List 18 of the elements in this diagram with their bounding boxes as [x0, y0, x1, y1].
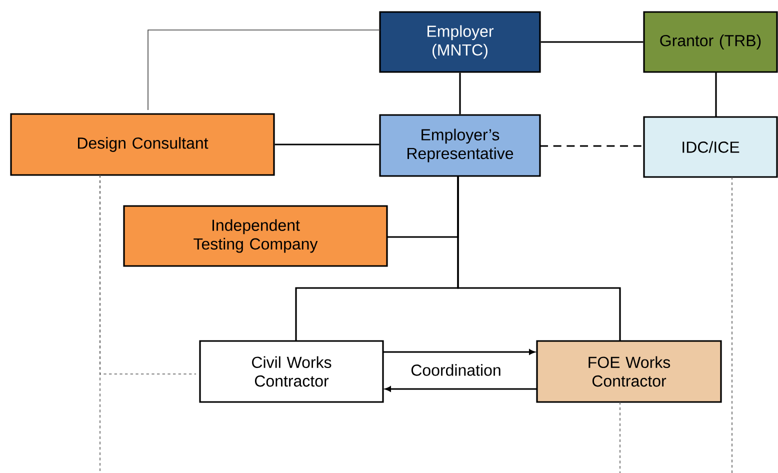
org-box: Grantor (TRB)	[643, 11, 778, 73]
org-box: Design Consultant	[10, 113, 275, 176]
connector-line	[457, 176, 621, 341]
connector-line	[540, 41, 644, 43]
org-box: Independent Testing Company	[123, 205, 388, 267]
arrow	[383, 349, 535, 355]
connector-line	[715, 72, 717, 117]
org-box: FOE Works Contractor	[536, 340, 722, 403]
connector-line	[274, 144, 380, 146]
arrow	[385, 386, 537, 392]
edge-label: Coordination	[409, 362, 503, 378]
org-box: Employer (MNTC)	[379, 11, 541, 73]
connector-line	[540, 145, 644, 147]
connector-line	[148, 30, 380, 110]
org-box: Employer’s Representative	[379, 114, 541, 177]
connector-line	[459, 72, 461, 114]
org-box: Civil Works Contractor	[199, 340, 384, 403]
org-box: IDC/ICE	[643, 116, 778, 178]
